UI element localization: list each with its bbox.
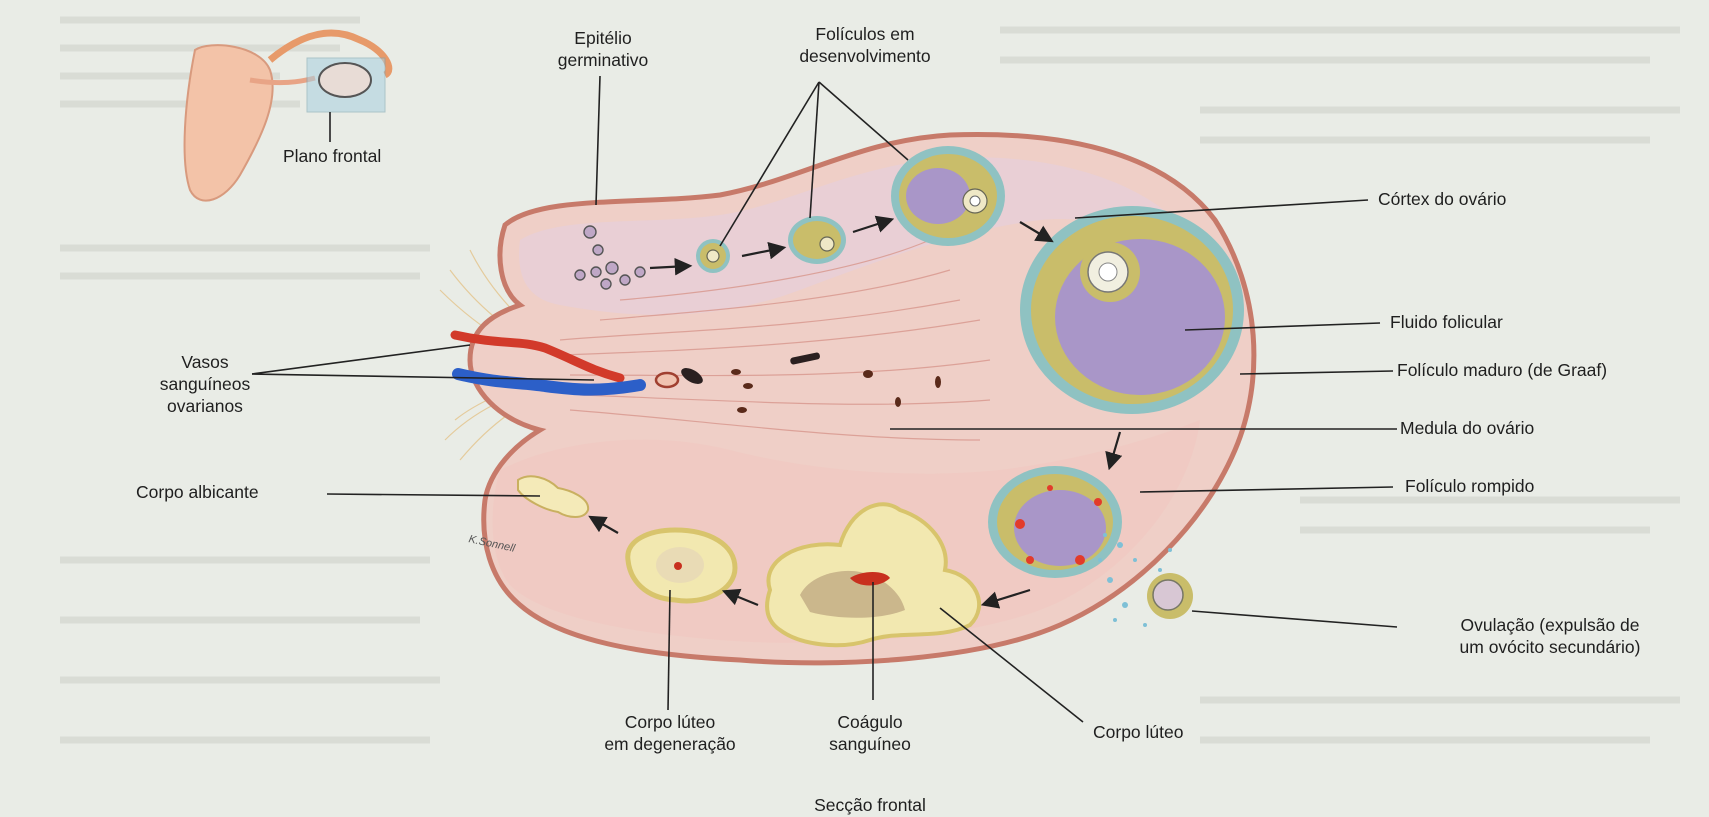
label-foliculos-desenvolvimento: Folículos em desenvolvimento [799,24,931,66]
label-cortex-ovario: Córtex do ovário [1378,189,1507,209]
label-coagulo-sanguineo: Coágulo sanguíneo [829,712,911,754]
degenerating-corpus-luteum [625,527,738,604]
label-fluido-folicular: Fluido folicular [1390,312,1503,332]
background-text-lines [60,16,1680,744]
medulla-strands [559,239,991,441]
label-corpo-luteo-degeneracao: Corpo lúteo em degeneração [604,712,736,754]
mature-graafian-follicle [1020,206,1244,414]
label-corpo-luteo: Corpo lúteo [1093,722,1184,742]
blood-vessels [450,330,941,413]
label-corpo-albicante: Corpo albicante [136,482,259,502]
label-ovulacao: Ovulação (expulsão de um ovócito secundá… [1459,615,1641,657]
label-epitelio-germinativo: Epitélio germinativo [557,28,649,70]
developing-follicle-1 [696,239,730,273]
follicle-cycle-arrows [588,215,1123,609]
caption-secao-frontal: Secção frontal [814,795,926,815]
label-medula-ovario: Medula do ovário [1400,418,1535,438]
ruptured-follicle [988,466,1122,578]
label-plano-frontal: Plano frontal [283,146,382,166]
corpus-albicans [517,475,590,518]
label-foliculo-rompido: Folículo rompido [1405,476,1535,496]
corpus-luteum [765,502,982,648]
antral-follicle [891,146,1005,246]
ovulated-oocyte [1098,533,1193,627]
developing-follicle-2 [788,216,846,264]
primordial-follicles [574,225,646,290]
leader-lines [251,75,1398,723]
label-foliculo-maduro: Folículo maduro (de Graaf) [1397,360,1608,380]
inset-uterus-illustration [183,29,393,202]
label-vasos-sanguineos: Vasos sanguíneos ovarianos [159,352,251,416]
